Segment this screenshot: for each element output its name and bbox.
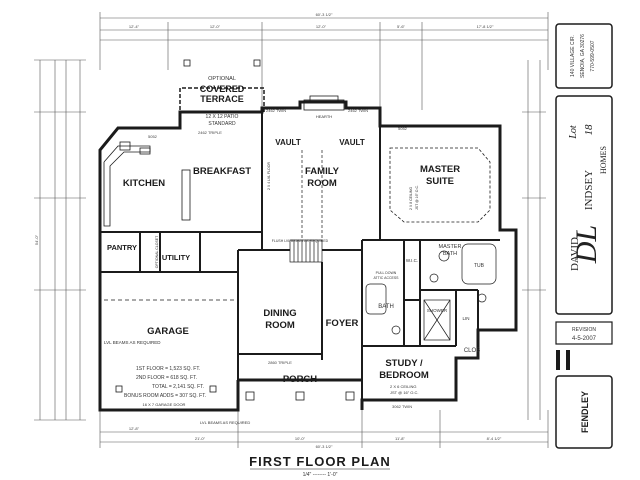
address-line: 140 VILLAGE CIR.	[570, 35, 576, 77]
bath-fixtures	[365, 243, 497, 341]
stairs	[289, 150, 323, 263]
area-second-floor: 2ND FLOOR = 618 SQ. FT.	[136, 375, 197, 381]
overall-dimension-left: 54'-0"	[34, 234, 39, 245]
logo-first-name: DAVID	[569, 237, 581, 271]
address-line: 770-599-0507	[590, 40, 596, 71]
garage-door-note: 16 X 7 GARAGE DOOR	[143, 402, 186, 407]
plan-notes: LVL BEAMS AS REQUIRED LVL BEAMS AS REQUI…	[104, 108, 419, 425]
wic-label: W.I.C.	[406, 258, 418, 263]
interior-walls	[100, 112, 500, 400]
terrace-label: TERRACE	[200, 94, 244, 104]
master-ceiling-note: 2 X 8 CEILING	[409, 187, 413, 210]
master-bath-label: MASTER	[439, 244, 462, 250]
dimension-bottom-segment: 8'-4 1/2"	[487, 436, 502, 441]
porch-label: PORCH	[283, 374, 317, 385]
lot-label: Lot	[568, 125, 579, 140]
lin-label: LIN	[462, 316, 469, 321]
study-ceiling-note: JST @ 16" O.C.	[390, 390, 419, 395]
clos-label: CLOS	[464, 348, 480, 354]
area-bonus: BONUS ROOM ADDS = 307 SQ. FT.	[124, 393, 206, 399]
lot-number: 18	[583, 124, 595, 136]
dimension-top-segment: 12'-0"	[210, 24, 221, 29]
patio-label: 12 X 12 PATIO	[206, 114, 239, 120]
dimension-top-segment: 12'-4"	[129, 24, 140, 29]
bath-label: BATH	[378, 304, 394, 310]
dimension-bottom-segment: 11'-8"	[395, 436, 405, 441]
logo-initials: DL	[570, 225, 603, 264]
address-line: SENOIA, GA 30276	[580, 34, 586, 78]
kitchen-counters	[103, 95, 491, 227]
study-label: BEDROOM	[379, 370, 429, 381]
dimension-bottom-segment: 10'-0"	[295, 436, 306, 441]
study-ceiling-note: 2 X 6 CEILING	[390, 384, 416, 389]
dimension-bottom-segment: 12'-8"	[129, 426, 140, 431]
logo-sub: HOMES	[599, 146, 608, 174]
window-callout: 5052	[398, 126, 408, 131]
dimension-top-segment: 17'-8 1/2"	[477, 24, 494, 29]
dining-room-label: DINING	[263, 308, 296, 319]
window-callout: 2860 TRIPLE	[268, 360, 292, 365]
dimension-lines	[34, 12, 549, 448]
overall-dimension-top: 60'-3 1/2"	[316, 12, 333, 17]
window-callout: 3062 TWIN	[392, 404, 412, 409]
company-logo: DL DAVID INDSEY HOMES Lot 18	[568, 124, 608, 271]
vault-label: VAULT	[275, 138, 301, 147]
porch-columns	[115, 59, 355, 401]
master-suite-label: SUITE	[426, 176, 454, 187]
hearth-label: HEARTH	[316, 114, 332, 119]
terrace-label: OPTIONAL	[208, 76, 236, 82]
beam-note: LVL BEAMS AS REQUIRED	[104, 340, 161, 345]
dimension-top-segment: 12'-0"	[316, 24, 327, 29]
title-block: 140 VILLAGE CIR. SENOIA, GA 30276 770-59…	[555, 23, 613, 449]
family-room-label: ROOM	[307, 178, 337, 189]
shower-label: SHOWER	[427, 308, 448, 313]
sheet-title-block: FIRST FLOOR PLAN 1/4" -------- 1'-0"	[249, 454, 391, 478]
area-total: TOTAL = 2,141 SQ. FT.	[152, 384, 204, 390]
window-callout: 2462 TWIN	[266, 108, 286, 113]
study-label: STUDY /	[385, 358, 423, 369]
overall-dimension-bottom: 60'-3 1/2"	[316, 444, 333, 449]
dining-room-label: ROOM	[265, 320, 295, 331]
family-room-label: FAMILY	[305, 166, 340, 177]
vault-label: VAULT	[339, 138, 365, 147]
kitchen-label: KITCHEN	[123, 178, 165, 189]
window-callout: 2462 TRIPLE	[198, 130, 222, 135]
master-bath-label: BATH	[443, 251, 457, 257]
attic-label: PULL DOWN	[376, 271, 397, 275]
room-labels: OPTIONAL COVERED TERRACE 12 X 12 PATIO S…	[107, 76, 485, 385]
utility-label: UTILITY	[162, 253, 190, 262]
master-suite-label: MASTER	[420, 164, 460, 175]
beam-note: LVL BEAMS AS REQUIRED	[200, 420, 250, 425]
area-schedule: 1ST FLOOR = 1,523 SQ. FT. 2ND FLOOR = 61…	[124, 366, 206, 399]
patio-label: STANDARD	[208, 121, 236, 127]
dimension-bottom-segment: 21'-0"	[195, 436, 206, 441]
area-first-floor: 1ST FLOOR = 1,523 SQ. FT.	[136, 366, 200, 372]
attic-label: ATTIC ACCESS	[373, 276, 399, 280]
garage-label: GARAGE	[147, 326, 189, 337]
revision-label: REVISION	[572, 327, 596, 333]
revision-date: 4-5-2007	[572, 336, 597, 342]
overall-dimensions: 60'-3 1/2" 12'-4" 12'-0" 12'-0" 5'-6" 17…	[34, 12, 502, 449]
window-callout: 5052	[148, 134, 158, 139]
family-ceiling-note: 2 X 4 LVL FLOOR	[267, 162, 271, 190]
foyer-label: FOYER	[326, 318, 359, 329]
logo-last-name: INDSEY	[583, 170, 595, 210]
pantry-label: PANTRY	[107, 243, 137, 252]
window-callout: 2462 TWIN	[348, 108, 368, 113]
master-ceiling-note: JST @ 16" O.C.	[415, 185, 419, 210]
flush-beam-note: FLUSH LVL BEAMS AS REQUIRED	[272, 239, 329, 243]
garage-door	[104, 299, 234, 411]
breakfast-label: BREAKFAST	[193, 166, 251, 177]
sheet-title: FIRST FLOOR PLAN	[249, 454, 391, 469]
tub-label: TUB	[474, 263, 485, 269]
terrace-label: COVERED	[200, 84, 245, 94]
plan-name: FENDLEY	[580, 391, 590, 433]
optional-closet-label: OPTIONAL CLOSET	[155, 235, 159, 268]
sheet-scale: 1/4" -------- 1'-0"	[303, 472, 338, 478]
dimension-top-segment: 5'-6"	[397, 24, 406, 29]
